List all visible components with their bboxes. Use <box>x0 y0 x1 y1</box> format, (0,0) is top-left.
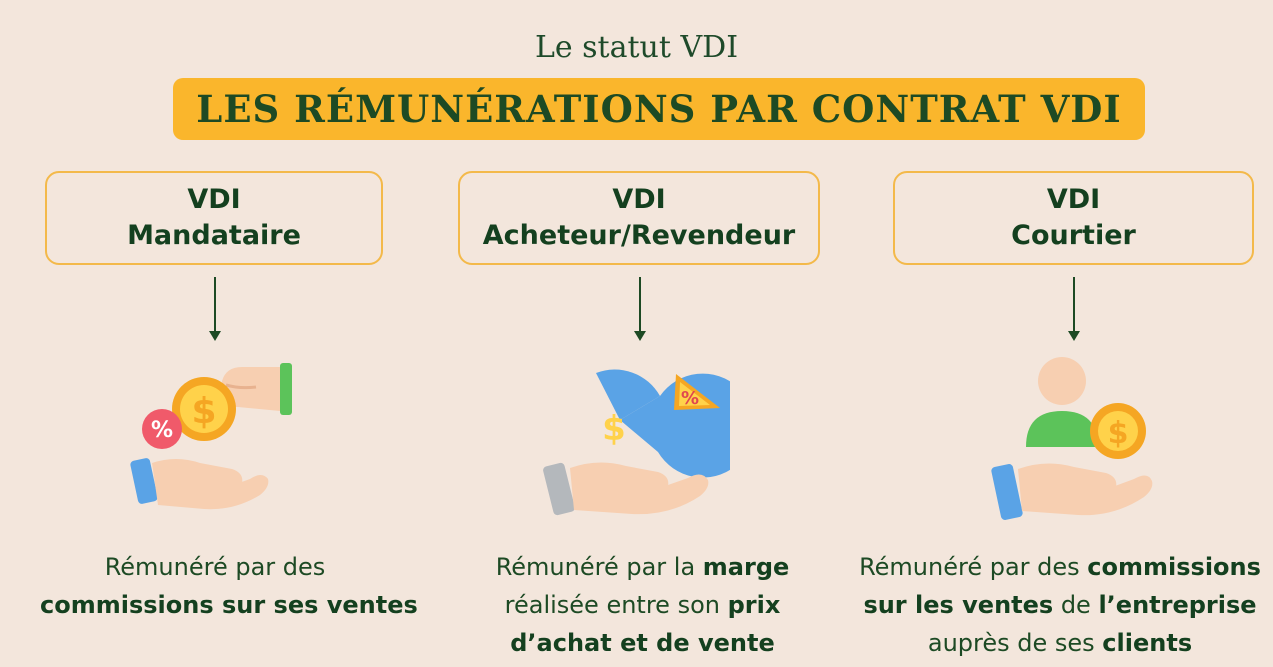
svg-text:%: % <box>681 388 699 409</box>
desc-text-bold: prix <box>727 591 781 619</box>
arrow-down-icon <box>209 277 221 341</box>
arrow-down-icon <box>634 277 646 341</box>
desc-line: Rémunéré par la marge <box>455 548 830 586</box>
subtitle: Le statut VDI <box>534 30 739 65</box>
desc-line: auprès de ses clients <box>850 624 1270 662</box>
desc-text: Rémunéré par des <box>859 553 1088 581</box>
svg-text:%: % <box>151 418 173 443</box>
desc-text: Rémunéré par des <box>104 553 326 581</box>
desc-text-bold: marge <box>702 553 790 581</box>
box-line2: Mandataire <box>127 220 301 251</box>
box-line1: VDI <box>1046 184 1101 215</box>
desc-line: Rémunéré par des <box>40 548 390 586</box>
desc-text: auprès de ses <box>927 629 1103 657</box>
desc-text-bold: l’entreprise <box>1098 591 1257 619</box>
hand-person-coin-icon: $ <box>991 357 1153 520</box>
desc-text-bold: sur les ventes <box>863 591 1054 619</box>
desc-text-bold: commissions <box>1087 553 1261 581</box>
hand-pie-margin-icon: $ % <box>543 369 730 516</box>
box-line1: VDI <box>187 184 241 215</box>
desc-line: Rémunéré par des commissions <box>850 548 1270 586</box>
box-acheteur-revendeur: VDI Acheteur/Revendeur <box>458 171 820 265</box>
desc-line: commissions sur ses ventes <box>40 586 418 624</box>
title-banner: LES RÉMUNÉRATIONS PAR CONTRAT VDI <box>173 78 1145 140</box>
svg-text:$: $ <box>602 409 626 449</box>
box-line1: VDI <box>612 184 666 215</box>
desc-line: réalisée entre son prix <box>455 586 830 624</box>
desc-text-bold: d’achat et de vente <box>510 629 775 657</box>
hand-coin-percent-icon: $ % <box>130 363 292 510</box>
box-line2: Courtier <box>1011 220 1136 251</box>
desc-mandataire: Rémunéré par des commissions sur ses vent… <box>40 548 418 624</box>
arrow-down-icon <box>1068 277 1080 341</box>
desc-text: réalisée entre son <box>504 591 728 619</box>
desc-line: d’achat et de vente <box>455 624 830 662</box>
svg-text:$: $ <box>1108 416 1129 451</box>
desc-text-bold: clients <box>1102 629 1193 657</box>
box-line2: Acheteur/Revendeur <box>482 220 796 251</box>
desc-line: sur les ventes de l’entreprise <box>850 586 1270 624</box>
page-title: LES RÉMUNÉRATIONS PAR CONTRAT VDI <box>196 87 1122 131</box>
box-mandataire: VDI Mandataire <box>45 171 383 265</box>
desc-text: Rémunéré par la <box>495 553 703 581</box>
svg-text:$: $ <box>191 391 216 432</box>
desc-text: de <box>1053 591 1099 619</box>
desc-lines: Rémunéré par des commissions sur ses vent… <box>40 548 418 624</box>
desc-text-bold: commissions sur ses ventes <box>40 591 418 619</box>
box-courtier: VDI Courtier <box>893 171 1254 265</box>
